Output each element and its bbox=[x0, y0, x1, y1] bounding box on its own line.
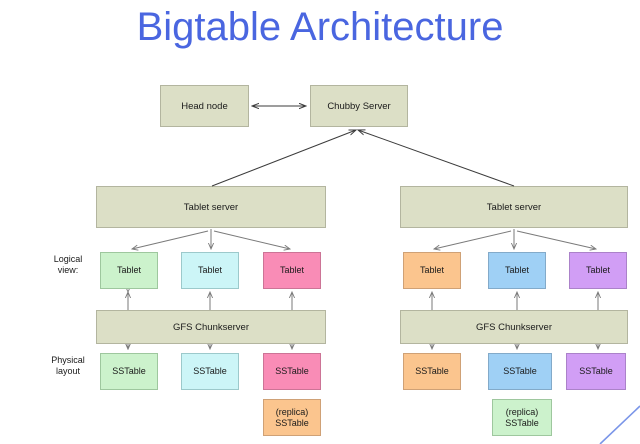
tablet-right-1-label: Tablet bbox=[419, 265, 445, 275]
logical-view-label: Logical view: bbox=[36, 254, 100, 276]
physical-layout-label-line1: Physical bbox=[51, 355, 85, 365]
tablet-server-left-tablet-links bbox=[132, 229, 290, 249]
gfs-chunkserver-right-label: GFS Chunkserver bbox=[475, 321, 553, 333]
tablet-server-left-label: Tablet server bbox=[183, 201, 239, 213]
sstable-replica-right[interactable]: (replica) SSTable bbox=[492, 399, 552, 436]
sstable-left-2-label: SSTable bbox=[193, 366, 227, 376]
sstable-right-3[interactable]: SSTable bbox=[566, 353, 626, 390]
sstable-left-1[interactable]: SSTable bbox=[100, 353, 158, 390]
sstable-left-1-label: SSTable bbox=[112, 366, 146, 376]
sstable-replica-right-line2: SSTable bbox=[505, 417, 539, 428]
page-title: Bigtable Architecture bbox=[136, 5, 504, 49]
sstable-right-2[interactable]: SSTable bbox=[488, 353, 552, 390]
sstable-right-3-label: SSTable bbox=[579, 366, 613, 376]
gfs-chunkserver-right-box[interactable]: GFS Chunkserver bbox=[400, 310, 628, 344]
physical-layout-label: Physical layout bbox=[36, 355, 100, 377]
sstable-replica-left-line1: (replica) bbox=[275, 406, 309, 417]
tablet-server-right-tablet-links bbox=[434, 229, 596, 249]
tablet-left-1[interactable]: Tablet bbox=[100, 252, 158, 289]
tablet-right-2-label: Tablet bbox=[504, 265, 530, 275]
sstable-left-3[interactable]: SSTable bbox=[263, 353, 321, 390]
tablet-right-3-label: Tablet bbox=[585, 265, 611, 275]
chubby-server-box[interactable]: Chubby Server bbox=[310, 85, 408, 127]
sstable-right-2-label: SSTable bbox=[503, 366, 537, 376]
logical-view-label-line1: Logical bbox=[53, 254, 83, 264]
decorative-blue-line bbox=[599, 405, 640, 444]
tablet-server-right-label: Tablet server bbox=[486, 201, 542, 213]
sstable-replica-left-line2: SSTable bbox=[275, 417, 309, 428]
tablet-left-2[interactable]: Tablet bbox=[181, 252, 239, 289]
sstable-replica-right-line1: (replica) bbox=[505, 406, 539, 417]
tablet-left-3-label: Tablet bbox=[279, 265, 305, 275]
tablet-server-chubby-links bbox=[211, 130, 515, 187]
tablet-server-right-box[interactable]: Tablet server bbox=[400, 186, 628, 228]
sstable-left-2[interactable]: SSTable bbox=[181, 353, 239, 390]
head-node-label: Head node bbox=[181, 100, 228, 112]
sstable-left-3-label: SSTable bbox=[275, 366, 309, 376]
sstable-right-1-label: SSTable bbox=[415, 366, 449, 376]
gfs-chunkserver-left-box[interactable]: GFS Chunkserver bbox=[96, 310, 326, 344]
tablet-server-left-box[interactable]: Tablet server bbox=[96, 186, 326, 228]
physical-layout-label-line2: layout bbox=[55, 366, 81, 376]
head-node-box[interactable]: Head node bbox=[160, 85, 249, 127]
tablet-left-3[interactable]: Tablet bbox=[263, 252, 321, 289]
tablet-left-2-label: Tablet bbox=[197, 265, 223, 275]
sstable-replica-left[interactable]: (replica) SSTable bbox=[263, 399, 321, 436]
tablet-left-1-label: Tablet bbox=[116, 265, 142, 275]
gfs-chunkserver-left-label: GFS Chunkserver bbox=[172, 321, 250, 333]
sstable-right-1[interactable]: SSTable bbox=[403, 353, 461, 390]
tablet-right-3[interactable]: Tablet bbox=[569, 252, 627, 289]
tablet-right-2[interactable]: Tablet bbox=[488, 252, 546, 289]
logical-view-label-line2: view: bbox=[57, 265, 79, 275]
tablet-right-1[interactable]: Tablet bbox=[403, 252, 461, 289]
chubby-server-label: Chubby Server bbox=[327, 100, 391, 112]
